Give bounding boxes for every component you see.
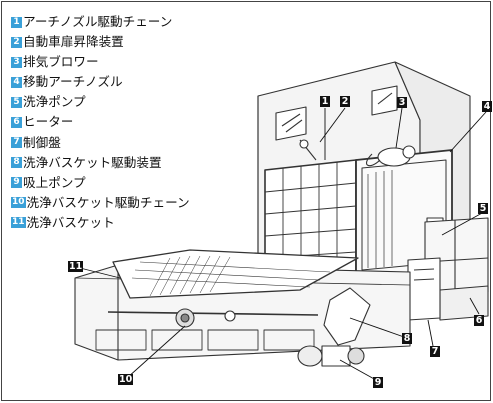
legend-label: 制御盤 xyxy=(23,134,61,150)
legend-number-badge: 7 xyxy=(11,137,22,149)
callout-10: 10 xyxy=(118,374,134,385)
legend-number-badge: 11 xyxy=(11,217,26,229)
callout-9: 9 xyxy=(373,377,383,388)
callout-11: 11 xyxy=(68,261,84,272)
callout-2: 2 xyxy=(340,96,350,107)
legend-number-badge: 3 xyxy=(11,56,22,68)
legend-label: アーチノズル駆動チェーン xyxy=(23,14,173,29)
callout-6: 6 xyxy=(474,315,484,326)
legend-label: 移動アーチノズル xyxy=(23,74,123,90)
callout-7: 7 xyxy=(430,346,440,357)
legend-number-badge: 1 xyxy=(11,16,22,28)
callout-8: 8 xyxy=(402,333,412,344)
callout-1: 1 xyxy=(320,96,330,107)
legend-label: 吸上ポンプ xyxy=(23,174,86,190)
callout-3: 3 xyxy=(397,97,407,108)
callout-4: 4 xyxy=(482,101,492,112)
legend-label: ヒーター xyxy=(23,114,74,130)
legend-label: 洗浄バスケット xyxy=(26,214,115,230)
legend-number-badge: 9 xyxy=(11,177,22,189)
legend-label: 洗浄バスケット駆動装置 xyxy=(23,154,162,170)
legend-label: 排気ブロワー xyxy=(23,54,99,70)
legend-label: 洗浄ポンプ xyxy=(23,94,86,110)
legend-label: 洗浄バスケット駆動チェーン xyxy=(26,194,190,210)
legend-number-badge: 8 xyxy=(11,157,22,169)
legend-label: 自動車扉昇降装置 xyxy=(23,34,124,50)
legend-number-badge: 6 xyxy=(11,117,22,129)
legend-number-badge: 10 xyxy=(11,197,26,209)
legend-number-badge: 4 xyxy=(11,76,22,88)
legend-number-badge: 2 xyxy=(11,36,22,48)
callout-5: 5 xyxy=(478,203,488,214)
legend-number-badge: 5 xyxy=(11,96,22,108)
